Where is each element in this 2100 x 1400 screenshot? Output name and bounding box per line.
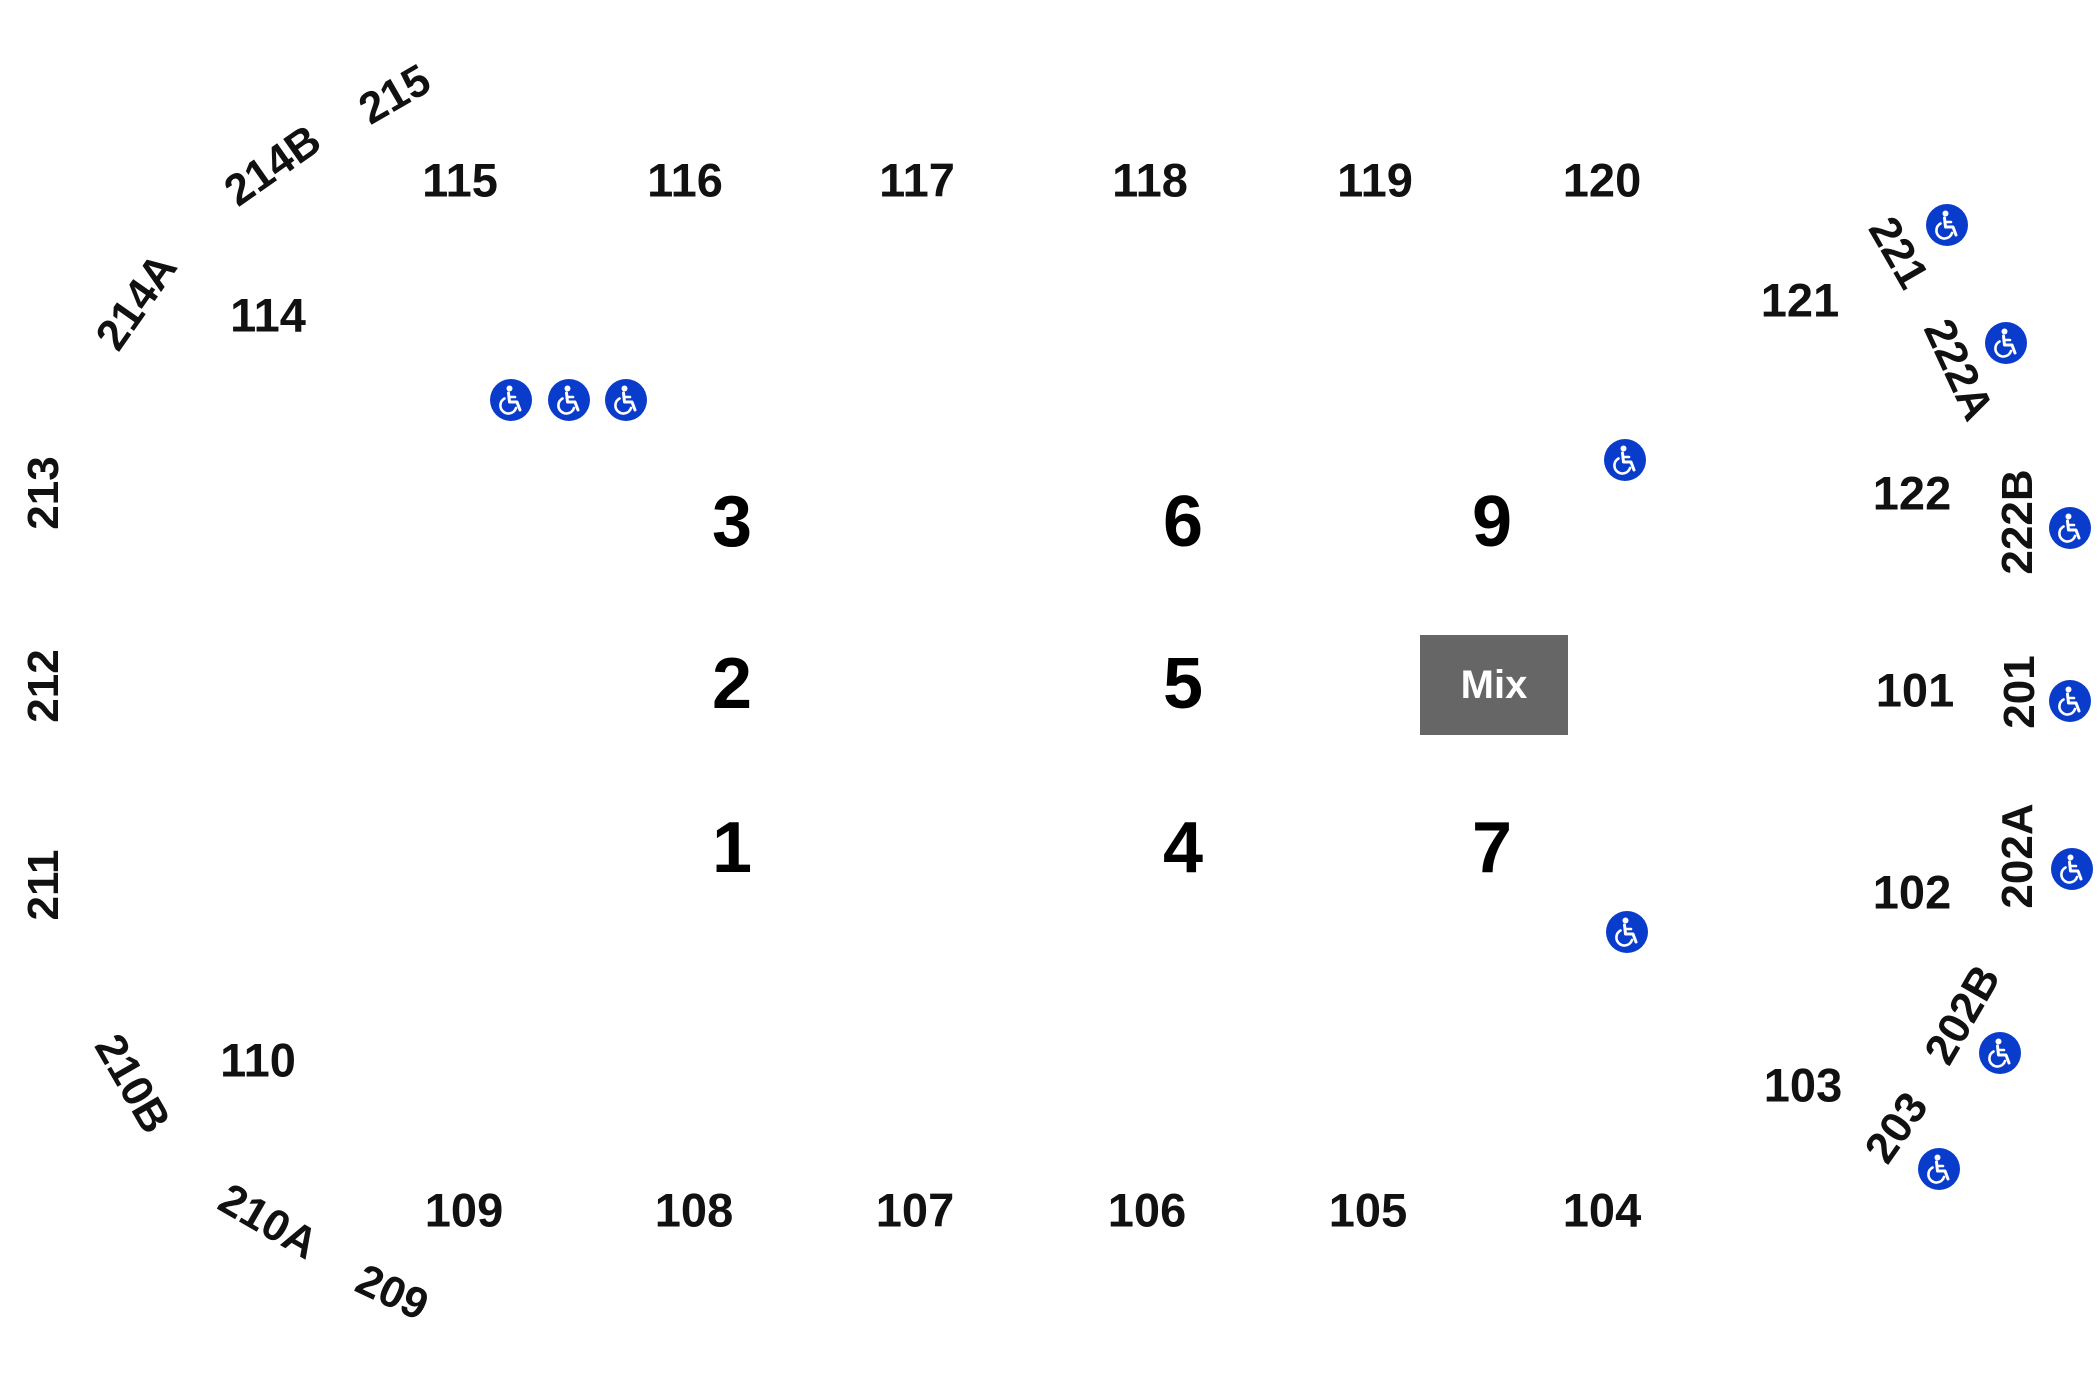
wheelchair-accessible-icon xyxy=(1603,438,1647,482)
wheelchair-accessible-icon xyxy=(1917,1147,1961,1191)
section-211[interactable]: 211 xyxy=(19,849,68,921)
section-215[interactable]: 215 xyxy=(350,54,439,135)
section-115[interactable]: 115 xyxy=(422,153,498,207)
section-106[interactable]: 106 xyxy=(1107,1183,1187,1237)
section-119[interactable]: 119 xyxy=(1337,153,1413,207)
wheelchair-accessible-icon xyxy=(489,378,533,422)
wheelchair-accessible-icon xyxy=(1984,321,2028,365)
section-114[interactable]: 114 xyxy=(230,288,306,342)
mix-position: Mix xyxy=(1420,635,1568,735)
wheelchair-accessible-icon xyxy=(2048,679,2092,723)
section-110[interactable]: 110 xyxy=(220,1033,296,1087)
floor-section-1[interactable]: 1 xyxy=(711,808,753,888)
wheelchair-accessible-icon xyxy=(604,378,648,422)
section-104[interactable]: 104 xyxy=(1562,1183,1642,1237)
section-210b[interactable]: 210B xyxy=(84,1025,180,1142)
section-213[interactable]: 213 xyxy=(19,456,68,530)
section-101[interactable]: 101 xyxy=(1875,663,1955,717)
wheelchair-accessible-icon xyxy=(2050,847,2094,891)
section-102[interactable]: 102 xyxy=(1872,865,1952,919)
floor-section-6[interactable]: 6 xyxy=(1162,482,1204,562)
wheelchair-accessible-icon xyxy=(2048,506,2092,550)
mix-label: Mix xyxy=(1460,662,1528,707)
floor-section-7[interactable]: 7 xyxy=(1471,808,1513,888)
floor-section-3[interactable]: 3 xyxy=(711,482,753,562)
wheelchair-accessible-icon xyxy=(547,378,591,422)
section-212[interactable]: 212 xyxy=(19,649,68,723)
floor-section-2[interactable]: 2 xyxy=(711,644,753,724)
section-209[interactable]: 209 xyxy=(348,1254,436,1331)
section-222b[interactable]: 222B xyxy=(1993,469,2042,575)
section-118[interactable]: 118 xyxy=(1112,153,1188,207)
section-117[interactable]: 117 xyxy=(879,153,955,207)
floor-section-9[interactable]: 9 xyxy=(1471,482,1513,562)
section-202a[interactable]: 202A xyxy=(1993,803,2042,909)
section-210a[interactable]: 210A xyxy=(210,1174,327,1270)
section-214a[interactable]: 214A xyxy=(86,244,187,359)
section-120[interactable]: 120 xyxy=(1562,153,1642,207)
section-109[interactable]: 109 xyxy=(424,1183,504,1237)
wheelchair-accessible-icon xyxy=(1925,203,1969,247)
section-103[interactable]: 103 xyxy=(1763,1058,1843,1112)
section-122[interactable]: 122 xyxy=(1872,466,1952,520)
section-108[interactable]: 108 xyxy=(654,1183,734,1237)
floor-section-5[interactable]: 5 xyxy=(1162,644,1204,724)
section-105[interactable]: 105 xyxy=(1328,1183,1408,1237)
wheelchair-accessible-icon xyxy=(1605,910,1649,954)
section-214b[interactable]: 214B xyxy=(215,115,330,216)
section-116[interactable]: 116 xyxy=(647,153,723,207)
floor-section-4[interactable]: 4 xyxy=(1162,808,1204,888)
wheelchair-accessible-icon xyxy=(1978,1031,2022,1075)
section-201[interactable]: 201 xyxy=(1995,655,2044,729)
section-107[interactable]: 107 xyxy=(875,1183,955,1237)
section-121[interactable]: 121 xyxy=(1760,273,1840,327)
